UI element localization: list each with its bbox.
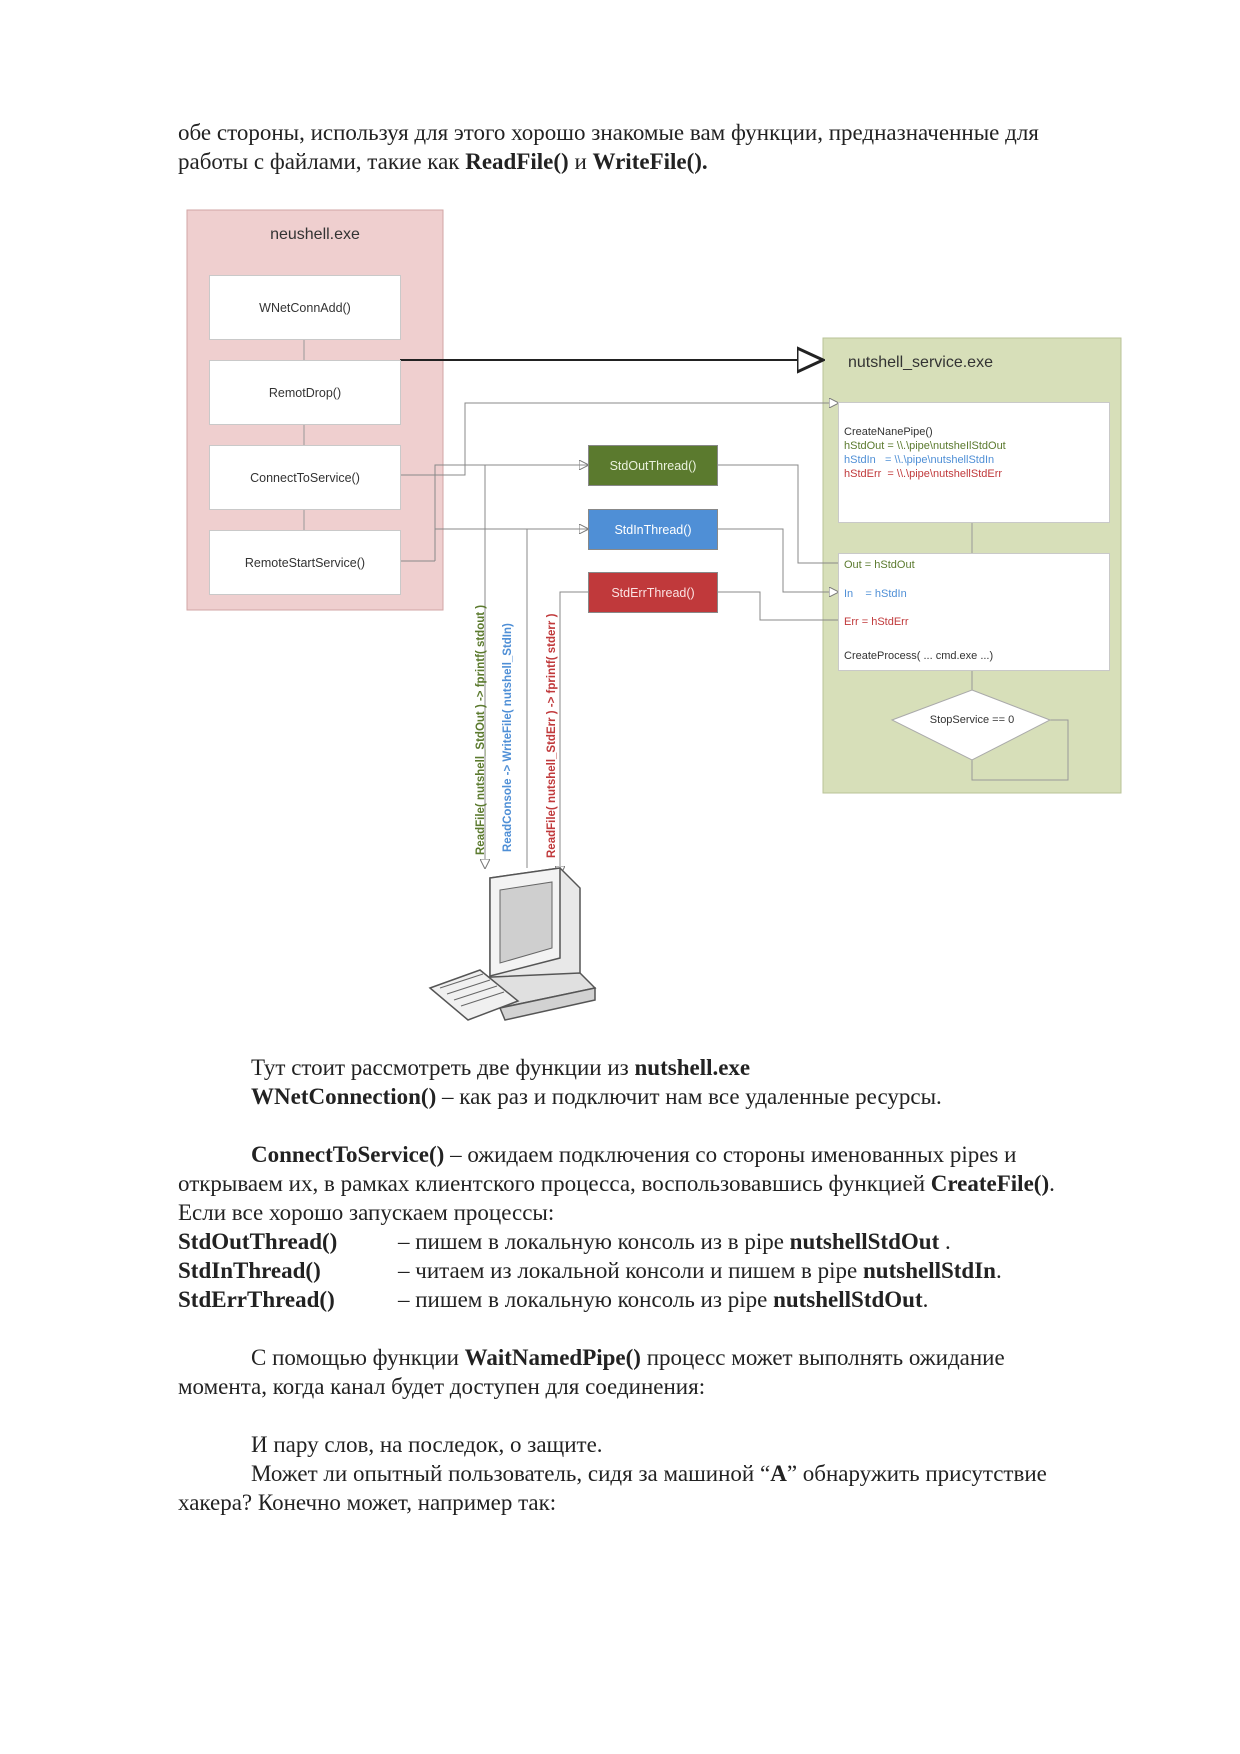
- decision-label: StopService == 0: [929, 714, 1015, 726]
- client-fn-remotestartservice: RemoteStartService(): [209, 530, 401, 595]
- thread-stdin: StdInThread(): [588, 509, 718, 550]
- create-process-label: CreateProcess( ... cmd.exe ...): [844, 650, 994, 662]
- vlabel-stdout: ReadFile( nutshell_StdOut ) -> fprintf( …: [475, 604, 487, 855]
- intro-line-1: обе стороны, используя для этого хорошо …: [178, 120, 1039, 145]
- service-title: nutshell_service.exe: [848, 354, 993, 371]
- pipe-stdout-label: hStdOut = \\.\pipe\nutsheIlStdOut: [844, 440, 1006, 452]
- client-fn-connecttoservice: ConnectToService(): [209, 445, 401, 510]
- create-pipe-label: CreateNanePipe(): [844, 426, 933, 438]
- pipe-stdin-label: hStdIn = \\.\pipe\nutshellStdIn: [844, 454, 995, 466]
- thread-row-stdin: StdInThread()– читаем из локальной консо…: [178, 1258, 1002, 1283]
- thread-row-stderr: StdErrThread()– пишем в локальную консол…: [178, 1287, 929, 1312]
- para-functions-intro: Тут стоит рассмотреть две функции из nut…: [251, 1055, 751, 1080]
- para-wnetconnection: WNetConnection() – как раз и подключит н…: [251, 1084, 942, 1109]
- thread-row-stdout: StdOutThread()– пишем в локальную консол…: [178, 1229, 951, 1254]
- process-err-label: Err = hStdErr: [844, 616, 909, 628]
- para-createfile: открываем их, в рамках клиентского проце…: [178, 1171, 1055, 1196]
- vlabel-stderr: ReadFile( nutshell_StdErr ) -> fprintf( …: [546, 613, 558, 858]
- process-out-label: Out = hStdOut: [844, 559, 915, 571]
- para-start-processes: Если все хорошо запускаем процессы:: [178, 1200, 555, 1225]
- para-waitnamedpipe-cont: момента, когда канал будет доступен для …: [178, 1374, 706, 1399]
- pipe-stderr-label: hStdErr = \\.\pipe\nutshellStdErr: [844, 468, 1003, 480]
- intro-line-2: работы с файлами, такие как ReadFile() и…: [178, 149, 708, 174]
- para-protection: И пару слов, на последок, о защите.: [251, 1432, 603, 1457]
- decision-diamond: [890, 689, 1052, 761]
- para-connecttoservice: ConnectToService() – ожидаем подключения…: [251, 1142, 1017, 1167]
- thread-stderr: StdErrThread(): [588, 572, 718, 613]
- vlabel-stdin: ReadConsole -> WriteFile( nutshell_StdIn…: [502, 623, 514, 852]
- process-in-label: In = hStdIn: [844, 588, 907, 600]
- client-title: neushell.exe: [270, 226, 360, 243]
- pipes-box: CreateNanePipe() hStdOut = \\.\pipe\nuts…: [838, 402, 1110, 523]
- thread-stdout: StdOutThread(): [588, 445, 718, 486]
- client-fn-remotdrop: RemotDrop(): [209, 360, 401, 425]
- para-question: Может ли опытный пользователь, сидя за м…: [251, 1461, 1047, 1486]
- para-question-cont: хакера? Конечно может, например так:: [178, 1490, 557, 1515]
- computer-icon: [428, 867, 597, 1021]
- para-waitnamedpipe: С помощью функции WaitNamedPipe() процес…: [251, 1345, 1005, 1370]
- process-box: Out = hStdOut In = hStdIn Err = hStdErr …: [838, 553, 1110, 671]
- client-fn-wnetconnadd: WNetConnAdd(): [209, 275, 401, 340]
